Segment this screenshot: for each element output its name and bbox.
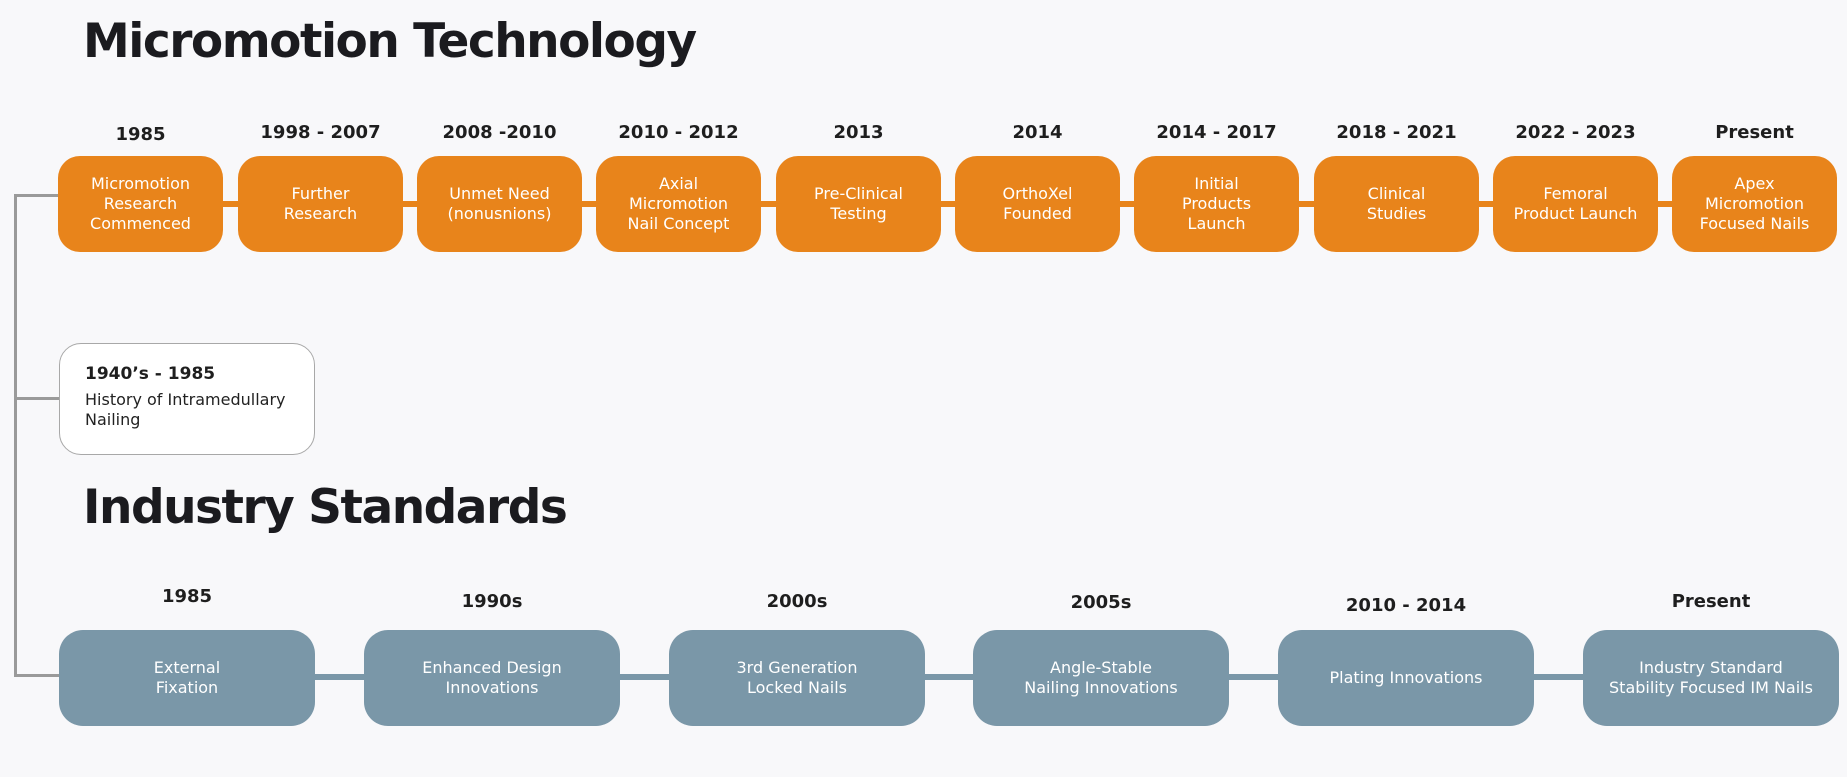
micromotion-milestone: 2022 - 2023 Femoral Product Launch: [1493, 122, 1658, 252]
micromotion-milestone: 1985 Micromotion Research Commenced: [58, 122, 223, 252]
milestone-box: Axial Micromotion Nail Concept: [596, 156, 761, 252]
history-year: 1940’s - 1985: [85, 364, 216, 384]
milestone-box: Micromotion Research Commenced: [58, 156, 223, 252]
milestone-year: 1985: [115, 124, 166, 145]
milestone-year: 2014 - 2017: [1156, 122, 1277, 143]
milestone-year: Present: [1671, 591, 1751, 612]
milestone-box: Plating Innovations: [1278, 630, 1534, 726]
micromotion-milestone: 2018 - 2021 Clinical Studies: [1314, 122, 1479, 252]
milestone-year: 2018 - 2021: [1336, 122, 1457, 143]
industry-milestone: 2000s 3rd Generation Locked Nails: [669, 586, 925, 726]
milestone-box: Pre-Clinical Testing: [776, 156, 941, 252]
micromotion-milestone: 2010 - 2012 Axial Micromotion Nail Conce…: [596, 122, 761, 252]
tree-vertical-line: [14, 194, 17, 677]
milestone-year: 2022 - 2023: [1515, 122, 1636, 143]
milestone-box: Industry Standard Stability Focused IM N…: [1583, 630, 1839, 726]
micromotion-title: Micromotion Technology: [83, 14, 697, 69]
industry-milestone: 1985 External Fixation: [59, 586, 315, 726]
industry-title: Industry Standards: [83, 480, 568, 535]
history-label: History of Intramedullary Nailing: [85, 390, 286, 429]
milestone-year: 2010 - 2012: [618, 122, 739, 143]
industry-milestone: 2005s Angle-Stable Nailing Innovations: [973, 586, 1229, 726]
micromotion-milestone: 2008 -2010 Unmet Need (nonusnions): [417, 122, 582, 252]
milestone-year: 1985: [161, 586, 213, 607]
milestone-box: External Fixation: [59, 630, 315, 726]
tree-branch-micromotion: [14, 194, 59, 197]
milestone-year: 2008 -2010: [442, 122, 557, 143]
milestone-year: 2005s: [1070, 592, 1132, 613]
milestone-box: Further Research: [238, 156, 403, 252]
milestone-box: Femoral Product Launch: [1493, 156, 1658, 252]
tree-branch-industry: [14, 674, 59, 677]
milestone-year: 1998 - 2007: [260, 122, 381, 143]
milestone-box: Apex Micromotion Focused Nails: [1672, 156, 1837, 252]
milestone-year: 2014: [1012, 122, 1063, 143]
milestone-year: 2013: [833, 122, 884, 143]
milestone-box: 3rd Generation Locked Nails: [669, 630, 925, 726]
tree-branch-history: [14, 397, 59, 400]
milestone-year: Present: [1715, 122, 1794, 143]
industry-milestone: 2010 - 2014 Plating Innovations: [1278, 586, 1534, 726]
milestone-box: Initial Products Launch: [1134, 156, 1299, 252]
milestone-box: Angle-Stable Nailing Innovations: [973, 630, 1229, 726]
milestone-box: Enhanced Design Innovations: [364, 630, 620, 726]
micromotion-milestone: 1998 - 2007 Further Research: [238, 122, 403, 252]
milestone-year: 1990s: [461, 591, 523, 612]
micromotion-milestone: 2013 Pre-Clinical Testing: [776, 122, 941, 252]
micromotion-milestone: 2014 - 2017 Initial Products Launch: [1134, 122, 1299, 252]
history-card: 1940’s - 1985 History of Intramedullary …: [59, 343, 315, 455]
milestone-box: Clinical Studies: [1314, 156, 1479, 252]
industry-milestone: 1990s Enhanced Design Innovations: [364, 586, 620, 726]
milestone-box: OrthoXel Founded: [955, 156, 1120, 252]
milestone-box: Unmet Need (nonusnions): [417, 156, 582, 252]
micromotion-milestone: 2014 OrthoXel Founded: [955, 122, 1120, 252]
micromotion-milestone: Present Apex Micromotion Focused Nails: [1672, 122, 1837, 252]
industry-milestone: Present Industry Standard Stability Focu…: [1583, 586, 1839, 726]
milestone-year: 2000s: [766, 591, 828, 612]
milestone-year: 2010 - 2014: [1345, 595, 1467, 616]
